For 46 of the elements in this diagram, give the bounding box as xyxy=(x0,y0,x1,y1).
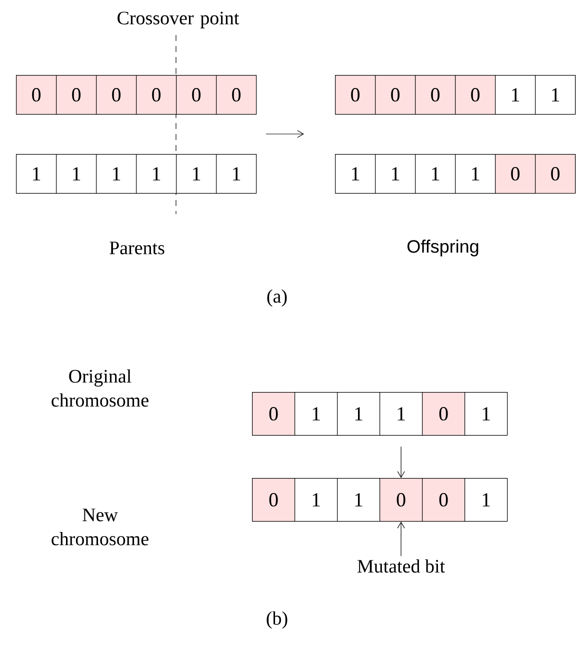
bit-cell: 0 xyxy=(422,478,466,522)
text-label: Original chromosome xyxy=(52,369,148,407)
bit-cell: 1 xyxy=(375,154,416,194)
leader-line xyxy=(397,522,405,556)
mutation-arrow xyxy=(397,446,405,478)
bit-cell: 0 xyxy=(455,75,496,115)
bit-cell: 0 xyxy=(335,75,376,115)
bit-cell: 1 xyxy=(335,154,376,194)
bit-cell: 1 xyxy=(56,154,97,194)
bit-cell: 1 xyxy=(176,154,217,194)
text-label: New chromosome xyxy=(52,508,148,546)
bit-cell: 0 xyxy=(136,75,177,115)
bit-cell: 0 xyxy=(535,154,576,194)
bit-cell: 1 xyxy=(337,392,380,436)
bit-cell: 1 xyxy=(464,478,508,522)
bit-cell: 1 xyxy=(535,75,576,115)
bit-cell: 0 xyxy=(495,154,536,194)
text-label: Parents xyxy=(110,242,164,254)
bit-cell: 0 xyxy=(216,75,257,115)
bit-cell: 1 xyxy=(294,392,338,436)
bit-cell: 0 xyxy=(252,478,296,522)
bit-cell: 1 xyxy=(337,478,380,522)
caption-label: (a) xyxy=(267,289,287,307)
callout-text: Mutated bit xyxy=(358,559,445,573)
bit-cell: 0 xyxy=(380,478,423,522)
bit-cell: 1 xyxy=(16,154,57,194)
bit-cell: 1 xyxy=(464,392,508,436)
bit-cell: 0 xyxy=(415,75,456,115)
bit-cell: 0 xyxy=(422,392,466,436)
bit-cell: 0 xyxy=(56,75,97,115)
caption-label: (b) xyxy=(266,611,288,629)
bit-cell: 1 xyxy=(96,154,137,194)
bit-cell: 1 xyxy=(216,154,257,194)
bit-cell: 1 xyxy=(495,75,536,115)
bit-cell: 1 xyxy=(380,392,423,436)
bit-cell: 0 xyxy=(375,75,416,115)
text-label: Crossover point xyxy=(118,12,240,28)
text-label: Offspring xyxy=(408,240,478,256)
bit-cell: 1 xyxy=(136,154,177,194)
bit-cell: 1 xyxy=(294,478,338,522)
bit-cell: 0 xyxy=(16,75,57,115)
bit-cell: 0 xyxy=(96,75,137,115)
bit-cell: 0 xyxy=(176,75,217,115)
bit-cell: 0 xyxy=(252,392,296,436)
bit-cell: 1 xyxy=(415,154,456,194)
bit-cell: 1 xyxy=(455,154,496,194)
